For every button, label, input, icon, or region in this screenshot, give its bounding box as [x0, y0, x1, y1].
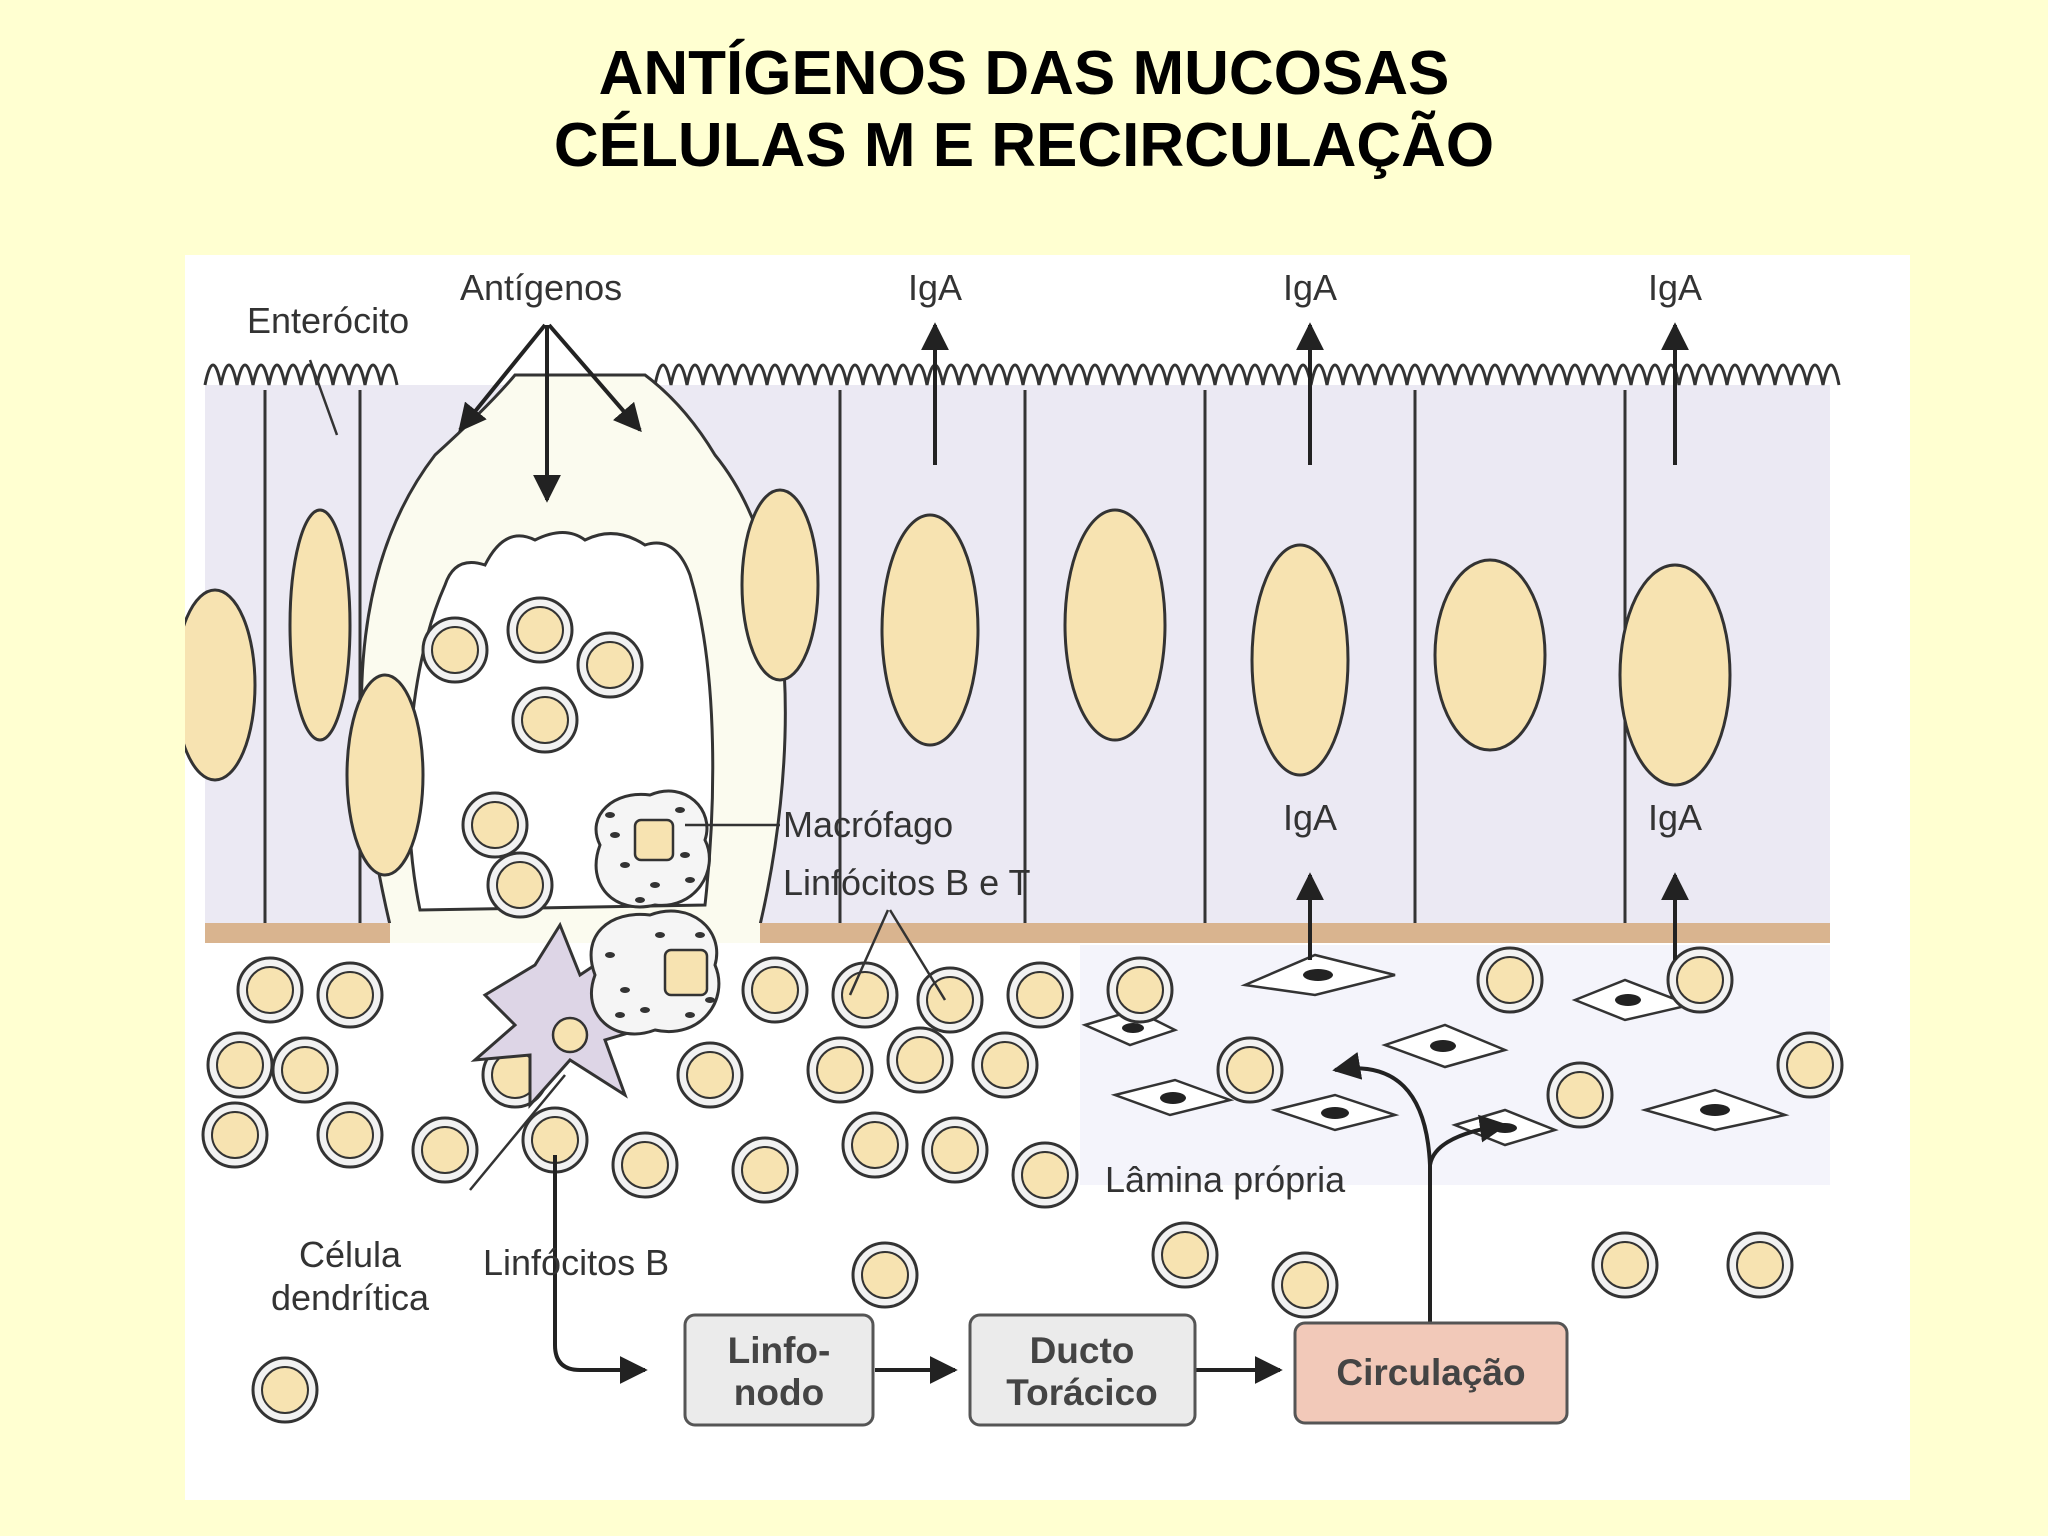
lymphocyte-nucleus — [686, 1051, 734, 1099]
macrophage-granule — [685, 1012, 695, 1018]
macrophage-granule — [615, 1012, 625, 1018]
macrophage-granule — [620, 862, 630, 868]
celula-label-1: Célula — [299, 1234, 402, 1275]
lymphocyte-nucleus — [211, 1111, 259, 1159]
ducto-line2: Torácico — [1006, 1372, 1157, 1413]
macrophage-granule — [695, 932, 705, 938]
macrophage-granule — [675, 807, 685, 813]
macrophage-granule — [650, 882, 660, 888]
iga-label-3: IgA — [1648, 267, 1702, 308]
lymphocyte-nucleus — [516, 606, 564, 654]
lymphocyte-nucleus — [981, 1041, 1029, 1089]
macrophage-granule — [640, 1007, 650, 1013]
lymphocyte-nucleus — [1556, 1071, 1604, 1119]
brush-border — [203, 363, 399, 386]
lymphocyte-nucleus — [281, 1046, 329, 1094]
iga-label-5: IgA — [1648, 797, 1702, 838]
lymphocyte-nucleus — [896, 1036, 944, 1084]
lamina-propria-label: Lâmina própria — [1105, 1159, 1346, 1200]
macrophage-granule — [605, 812, 615, 818]
iga-label-4: IgA — [1283, 797, 1337, 838]
lymphocyte-nucleus — [1016, 971, 1064, 1019]
macrophage-granule — [705, 997, 715, 1003]
lymphocyte-nucleus — [816, 1046, 864, 1094]
lymphocyte-nucleus — [216, 1041, 264, 1089]
lymphocyte-nucleus — [1736, 1241, 1784, 1289]
macrophage-granule — [620, 987, 630, 993]
macrophage-granule — [605, 952, 615, 958]
enterocito-label: Enterócito — [247, 300, 409, 341]
lymphocyte-nucleus — [1281, 1261, 1329, 1309]
circulacao-box: Circulação — [1293, 1321, 1569, 1425]
title-line-2: CÉLULAS M E RECIRCULAÇÃO — [553, 111, 1495, 180]
celula-label-2: dendrítica — [271, 1277, 430, 1318]
macrophage-granule — [655, 932, 665, 938]
ducto-line1: Ducto — [1030, 1330, 1135, 1371]
mucosa-diagram: Linfo- nodo Ducto Torácico Circulação En… — [185, 267, 1844, 1427]
ducto-box: Ducto Torácico — [968, 1313, 1197, 1427]
circulacao-label: Circulação — [1336, 1352, 1525, 1393]
lymphocyte-nucleus — [471, 801, 519, 849]
lymphocyte-nucleus — [1116, 966, 1164, 1014]
lymphocyte-nucleus — [851, 1121, 899, 1169]
lymphocyte-nucleus — [621, 1141, 669, 1189]
linfocitos-b-label: Linfócitos B — [483, 1242, 669, 1283]
lymphocyte-nucleus — [1021, 1151, 1069, 1199]
lymphocyte-nucleus — [521, 696, 569, 744]
lymphocyte-nucleus — [931, 1126, 979, 1174]
lymphocyte-nucleus — [751, 966, 799, 1014]
antigenos-label: Antígenos — [460, 267, 622, 308]
diagram-panel: Linfo- nodo Ducto Torácico Circulação En… — [185, 255, 1910, 1500]
dendritic-cell-nucleus — [551, 1016, 589, 1054]
lymphocyte-nucleus — [1486, 956, 1534, 1004]
linfocitos-bt-label: Linfócitos B e T — [783, 862, 1030, 903]
iga-arrows — [921, 322, 1689, 960]
lymphocyte-nucleus — [261, 1366, 309, 1414]
linfonodo-box: Linfo- nodo — [683, 1313, 875, 1427]
lymphocyte-nucleus — [1676, 956, 1724, 1004]
macrophage-granule — [610, 832, 620, 838]
lymphocyte-nucleus — [431, 626, 479, 674]
lymphocyte-nucleus — [246, 966, 294, 1014]
lymphocyte-nucleus — [1786, 1041, 1834, 1089]
title-line-1: ANTÍGENOS DAS MUCOSAS — [598, 39, 1450, 108]
lymphocyte-nucleus — [1161, 1231, 1209, 1279]
linfonodo-line2: nodo — [734, 1372, 824, 1413]
flow-arrows — [553, 1052, 1508, 1384]
lymphocyte-nucleus — [861, 1251, 909, 1299]
linfonodo-line1: Linfo- — [728, 1330, 831, 1371]
macrofago-label: Macrófago — [783, 804, 953, 845]
lymphocytes — [201, 596, 1844, 1424]
brush-border-right — [653, 363, 1841, 386]
iga-label-1: IgA — [908, 267, 962, 308]
macrophages — [589, 789, 721, 1036]
macrophage-granule — [635, 897, 645, 903]
lymphocyte-nucleus — [326, 971, 374, 1019]
lymphocyte-nucleus — [326, 1111, 374, 1159]
pointer-lines — [308, 359, 947, 1191]
enterocyte-nuclei — [185, 488, 1732, 877]
macrophage-granule — [680, 852, 690, 858]
antigen-arrows — [458, 323, 642, 503]
lymphocyte-nucleus — [421, 1126, 469, 1174]
lymphocyte-nucleus — [741, 1146, 789, 1194]
lymphocyte-nucleus — [1601, 1241, 1649, 1289]
lymphocyte-nucleus — [841, 971, 889, 1019]
lymphocyte-nucleus — [1226, 1046, 1274, 1094]
lymphocyte-nucleus — [586, 641, 634, 689]
lymphocyte-nucleus — [496, 861, 544, 909]
iga-label-2: IgA — [1283, 267, 1337, 308]
macrophage-granule — [685, 877, 695, 883]
